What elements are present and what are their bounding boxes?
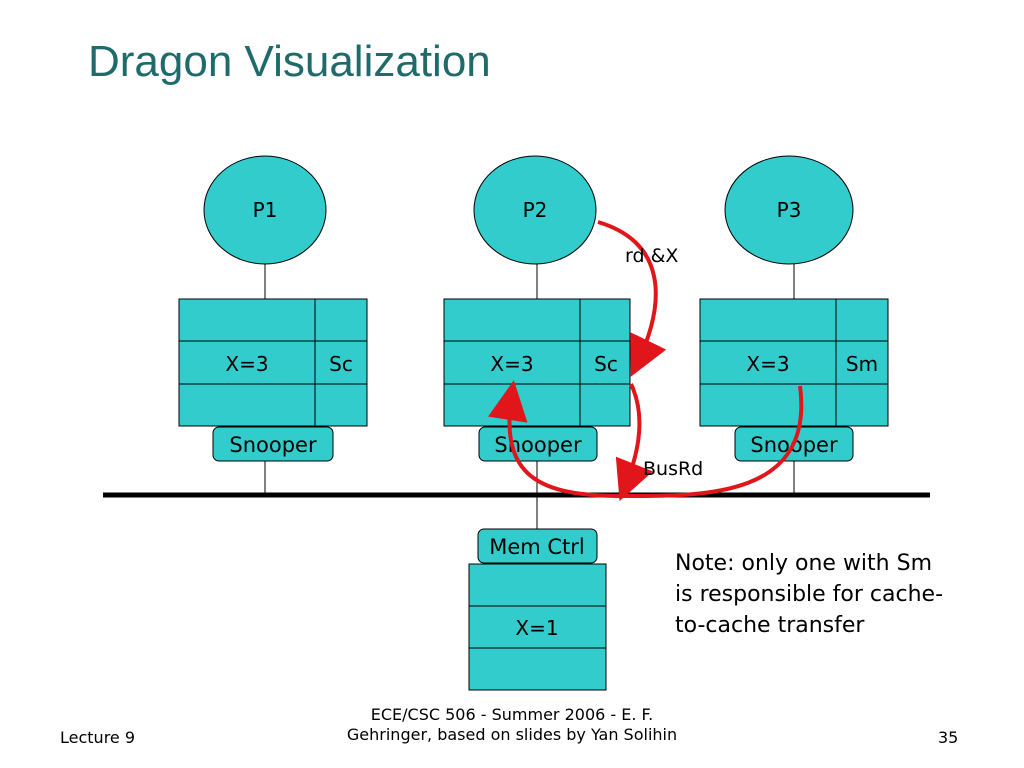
cache-p1 xyxy=(178,298,368,427)
footer-course-line-1: ECE/CSC 506 - Summer 2006 - E. F. xyxy=(370,705,654,724)
cache-p3-state: Sm xyxy=(846,352,878,376)
processor-p3-label: P3 xyxy=(777,198,802,222)
note-text: Note: only one with Sm is responsible fo… xyxy=(675,548,1005,641)
cache-p3 xyxy=(699,298,889,427)
snooper-p2-label: Snooper xyxy=(494,433,582,457)
processor-p2-group: P2 X=3 Sc Snooper xyxy=(443,155,631,495)
processor-p2-label: P2 xyxy=(523,198,548,222)
cache-p3-value: X=3 xyxy=(746,352,789,376)
note-line-2: is responsible for cache- xyxy=(675,582,944,607)
rd-label: rd &X xyxy=(625,245,678,267)
memory-group: Mem Ctrl X=1 xyxy=(468,495,607,691)
footer-lecture: Lecture 9 xyxy=(60,728,136,747)
processor-p2 xyxy=(473,155,597,265)
footer-page-number: 35 xyxy=(938,728,959,747)
cache-p2 xyxy=(443,298,631,427)
mem-ctrl-label: Mem Ctrl xyxy=(489,535,585,559)
rd-arrow xyxy=(597,220,667,377)
footer-course-line-2: Gehringer, based on slides by Yan Solihi… xyxy=(346,725,678,744)
data-return-arrow xyxy=(487,380,804,499)
memory-block xyxy=(468,563,607,691)
note-line-1: Note: only one with Sm xyxy=(675,551,933,576)
mem-ctrl xyxy=(477,528,598,564)
busrd-label: BusRd xyxy=(643,458,703,480)
processor-p1-label: P1 xyxy=(253,198,278,222)
processor-p1 xyxy=(203,155,327,265)
busrd-arrow xyxy=(615,383,653,502)
note-line-3: to-cache transfer xyxy=(675,613,865,638)
cache-p2-value: X=3 xyxy=(490,352,533,376)
cache-p1-value: X=3 xyxy=(225,352,268,376)
snooper-p1-label: Snooper xyxy=(229,433,317,457)
snooper-p1 xyxy=(212,426,334,462)
processor-p3 xyxy=(724,155,854,265)
cache-p1-state: Sc xyxy=(329,352,353,376)
cache-p2-state: Sc xyxy=(594,352,618,376)
processor-p1-group: P1 X=3 Sc Snooper xyxy=(178,155,368,495)
slide-title: Dragon Visualization xyxy=(88,37,491,86)
footer-course: ECE/CSC 506 - Summer 2006 - E. F. Gehrin… xyxy=(300,705,724,745)
memory-value: X=1 xyxy=(515,616,558,640)
